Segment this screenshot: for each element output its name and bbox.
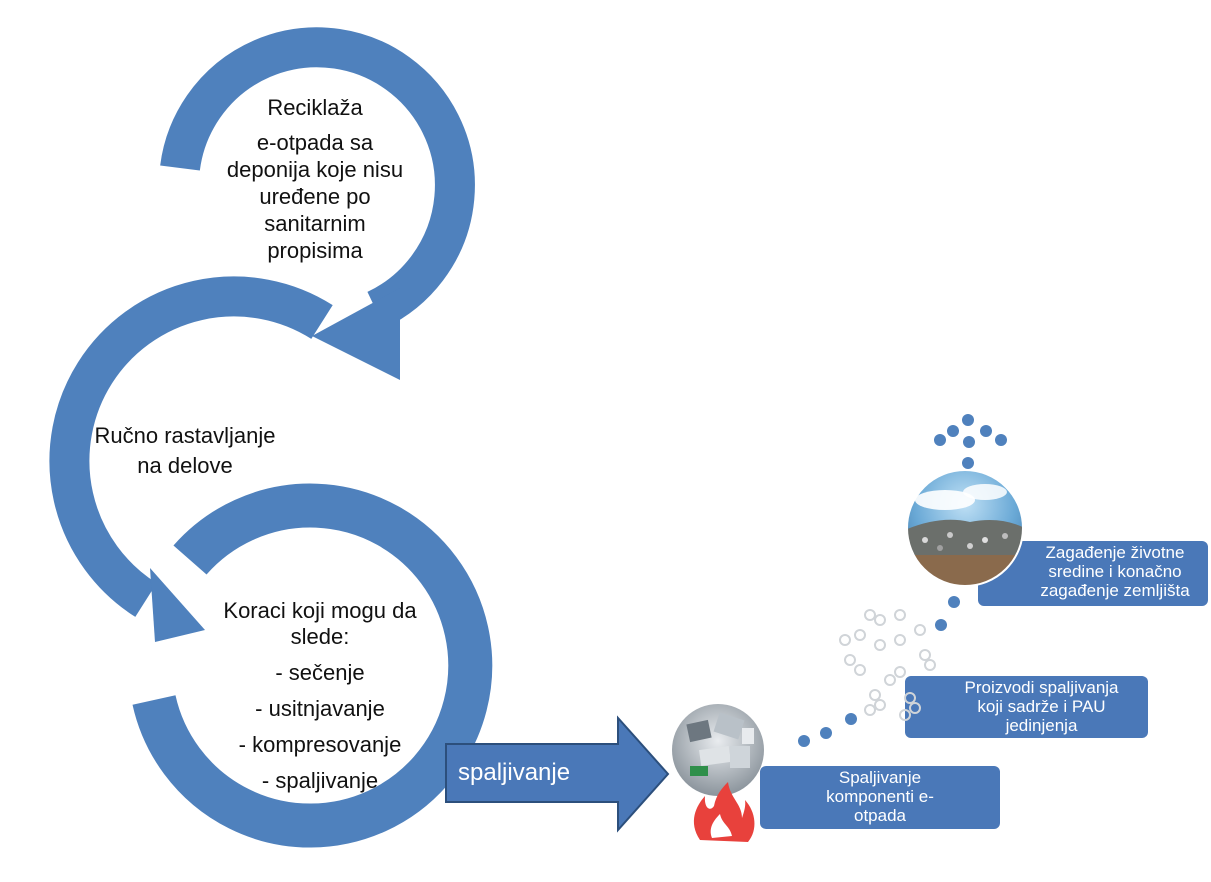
step1-line1: e-otpada sa (256, 130, 374, 155)
stage-1-label-line: komponenti e- (826, 787, 934, 806)
step3-item: - sečenje (275, 660, 365, 685)
stage-2-label: Proizvodi spaljivanja koji sadrže i PAU … (935, 678, 1148, 735)
stage-2-label-line: koji sadrže i PAU (977, 697, 1106, 716)
step1-line5: propisima (267, 238, 363, 263)
step2-text: Ručno rastavljanje na delove (70, 421, 300, 481)
stage-2-label-line: jedinjenja (1005, 716, 1078, 735)
landfill-photo (906, 469, 1024, 587)
cycle-arrow-middle (49, 276, 333, 642)
step3-item: - spaljivanje (261, 768, 379, 793)
stage-3-label: Zagađenje životne sredine i konačno zaga… (1022, 543, 1208, 600)
stage-box-3 (978, 541, 1208, 606)
step2-line2: na delove (137, 453, 233, 478)
e-waste-photo (672, 704, 764, 796)
step3-text: Koraci koji mogu da slede: - sečenje - u… (195, 598, 445, 794)
cycle-arrow-bottom (132, 483, 493, 848)
dots-path (798, 414, 1007, 747)
stage-3-label-line: zagađenje zemljišta (1040, 581, 1190, 600)
fire-icon (693, 782, 755, 842)
step3-line2: slede: (290, 624, 350, 649)
step1-text: Reciklaža e-otpada sa deponija koje nisu… (190, 94, 440, 264)
step3-item: - kompresovanje (238, 732, 402, 757)
step1-title: Reciklaža (267, 95, 363, 120)
smoke-molecules-icon (839, 609, 936, 721)
burning-arrow (445, 715, 670, 833)
stage-1-label-line: otpada (854, 806, 906, 825)
step1-line3: uređene po (259, 184, 371, 209)
stage-1-label: Spaljivanje komponenti e- otpada (760, 768, 1000, 825)
step3-line1: Koraci koji mogu da (223, 598, 417, 623)
stage-3-label-line: Zagađenje životne (1045, 543, 1185, 562)
stage-3-label-line: sredine i konačno (1048, 562, 1182, 581)
stage-box-1 (760, 766, 1000, 829)
stage-1-label-line: Spaljivanje (838, 768, 922, 787)
step1-line4: sanitarnim (264, 211, 366, 236)
burning-arrow-label: spaljivanje (458, 759, 571, 786)
step3-item: - usitnjavanje (255, 696, 385, 721)
stage-box-2 (905, 676, 1148, 738)
cycle-arrow-top (160, 27, 475, 380)
stage-2-label-line: Proizvodi spaljivanja (964, 678, 1119, 697)
step2-line1: Ručno rastavljanje (94, 423, 276, 448)
step1-line2: deponija koje nisu (226, 157, 404, 182)
